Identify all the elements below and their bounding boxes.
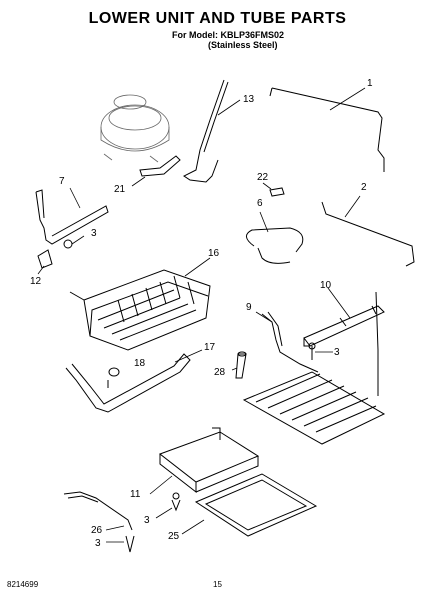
callout-12: 12 [30,276,42,287]
callout-10: 10 [320,280,332,291]
part-9-tube [255,311,319,373]
part-2-tube [321,195,415,267]
part-6-tube [246,211,304,264]
part-3b-screw [308,342,333,360]
part-3c-screw [155,492,181,519]
part-13-tube [183,79,241,183]
callout-3a: 3 [91,228,97,239]
part-28-sleeve [231,351,247,379]
callout-3d: 3 [95,538,101,549]
part-7-bracket [35,187,109,245]
callout-11: 11 [130,489,141,500]
callout-9: 9 [246,302,252,313]
callout-13: 13 [243,94,255,105]
part-3a-screw [63,235,85,249]
callout-16: 16 [208,248,220,259]
part-10-bracket [303,287,385,347]
callout-25: 25 [168,531,180,542]
callout-17: 17 [204,342,216,353]
evaporator-coil [242,291,386,445]
part-18-grommet [107,367,120,388]
part-16-condenser [69,257,211,351]
callout-22: 22 [257,172,269,183]
page-number: 15 [213,580,222,589]
part-3d-screw [106,535,135,553]
part-26-tube [63,491,133,531]
callout-3c: 3 [144,515,150,526]
model-line: For Model: KBLP36FMS02 [172,30,285,40]
callout-26: 26 [91,525,103,536]
part-11-drain-pan [149,427,260,495]
callout-21: 21 [114,184,126,195]
callout-6: 6 [257,198,263,209]
callout-18: 18 [134,358,146,369]
variant-line: (Stainless Steel) [208,40,278,50]
part-12-clip [37,249,53,275]
callout-3b: 3 [334,347,340,358]
callout-1: 1 [367,78,373,89]
part-21-fitting [131,155,181,187]
part-22-clip [262,182,285,197]
compressor-outline [100,94,170,163]
part-25-drain-pan [181,473,318,537]
document-number: 8214699 [7,580,39,589]
part-1-tube [269,87,385,172]
callout-28: 28 [214,367,226,378]
callout-7: 7 [59,176,65,187]
part-17-tube [65,349,203,413]
callout-2: 2 [361,182,367,193]
page-title: LOWER UNIT AND TUBE PARTS [88,10,347,27]
